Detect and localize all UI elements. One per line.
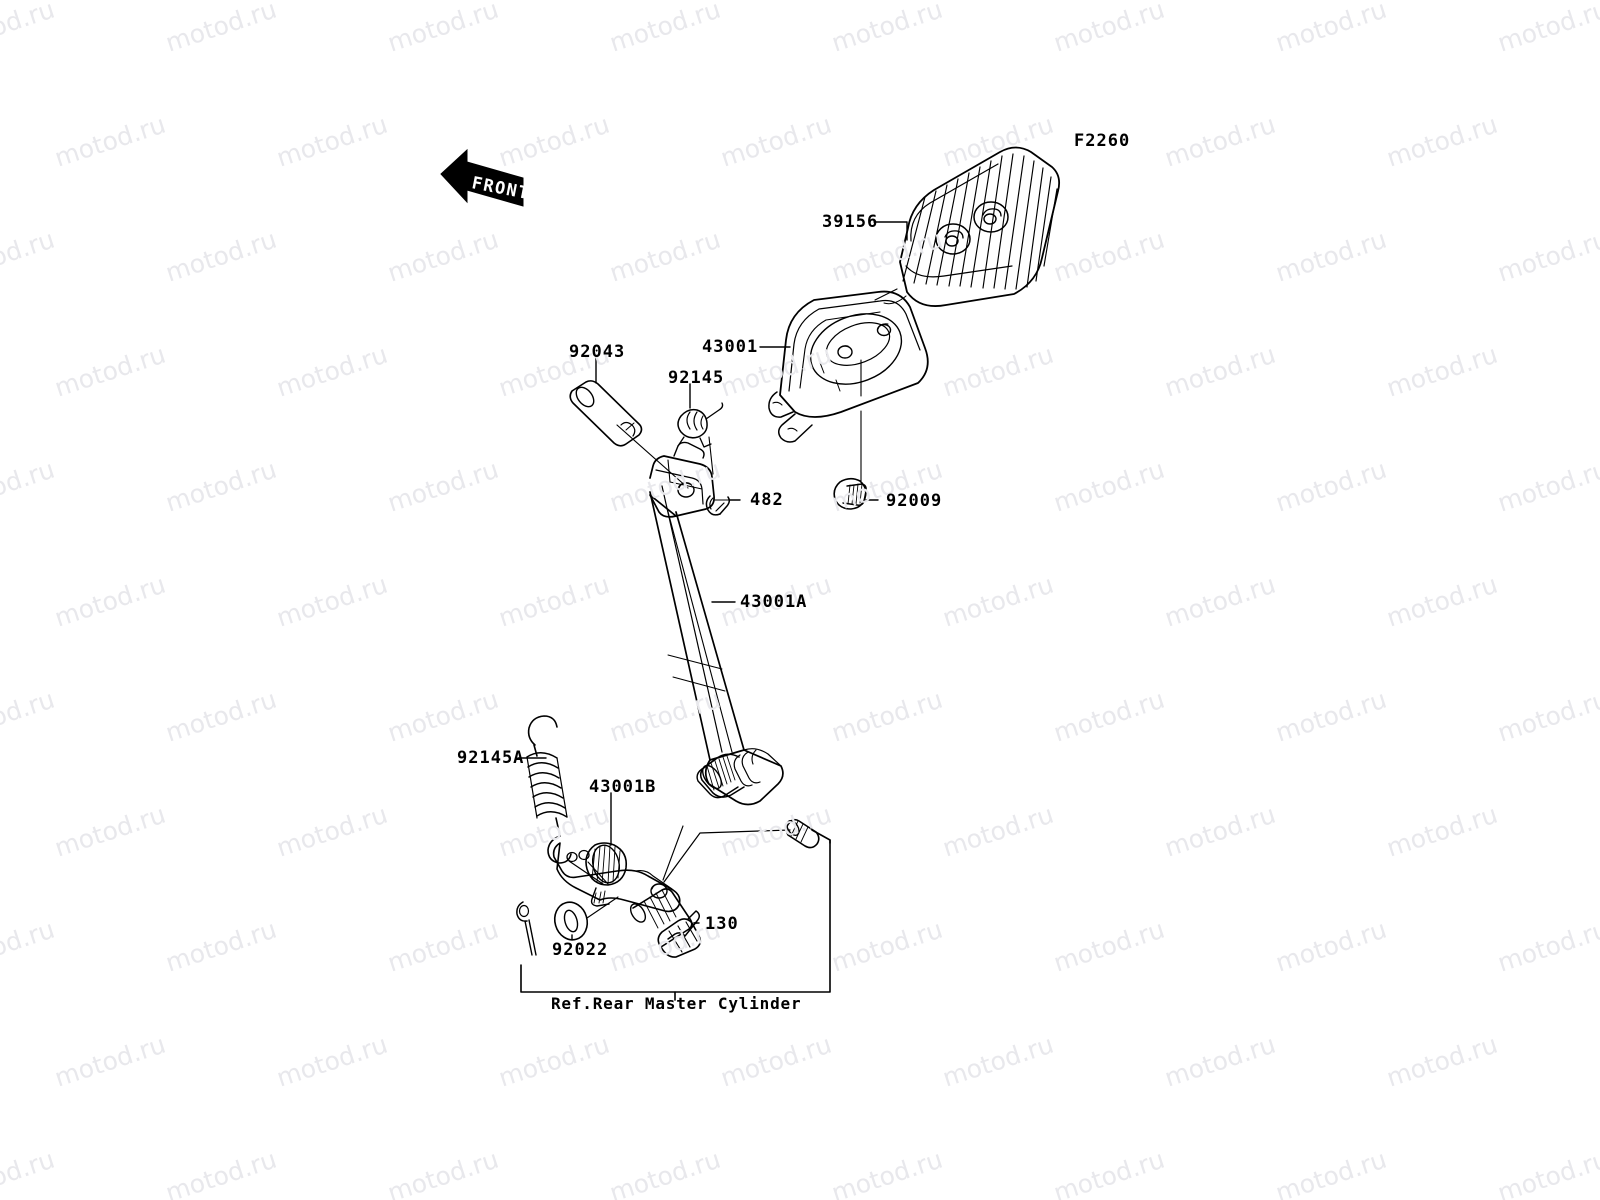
part-92022-washer bbox=[553, 901, 589, 941]
part-43001-pedal-plate bbox=[768, 290, 929, 443]
callout-43001A: 43001A bbox=[740, 592, 808, 612]
part-130-hex-bolt bbox=[629, 888, 702, 958]
ref-master-cylinder-bracket bbox=[520, 818, 831, 1001]
part-43001A-pedal-arm bbox=[649, 441, 784, 806]
part-482-cotter-pin bbox=[705, 495, 731, 516]
part-39156-rubber-pad bbox=[899, 146, 1061, 307]
part-43001B-pivot-boss bbox=[552, 842, 681, 913]
part-92009-screw bbox=[833, 477, 867, 510]
part-92043-pin bbox=[569, 380, 643, 447]
callout-39156: 39156 bbox=[822, 212, 879, 232]
diagram-reference-code: F2260 bbox=[1074, 131, 1131, 151]
front-direction-arrow: FRONT bbox=[440, 148, 527, 207]
thin-leaders bbox=[586, 288, 898, 919]
cotter-pin-lower bbox=[516, 901, 537, 956]
leader-lines bbox=[517, 221, 908, 941]
callout-43001B: 43001B bbox=[589, 777, 657, 797]
callout-43001: 43001 bbox=[702, 337, 759, 357]
callout-92022: 92022 bbox=[552, 940, 609, 960]
part-92145-spring-clip bbox=[677, 402, 724, 448]
callout-130: 130 bbox=[705, 914, 739, 934]
callout-92145A: 92145A bbox=[457, 748, 525, 768]
callout-482: 482 bbox=[750, 490, 784, 510]
pedal-arm-pivot-shaft bbox=[696, 749, 761, 799]
callout-92043: 92043 bbox=[569, 342, 626, 362]
part-92145A-return-spring bbox=[526, 715, 604, 885]
callout-92009: 92009 bbox=[886, 491, 943, 511]
callout-92145: 92145 bbox=[668, 368, 725, 388]
bottom-reference-label: Ref.Rear Master Cylinder bbox=[551, 994, 802, 1013]
